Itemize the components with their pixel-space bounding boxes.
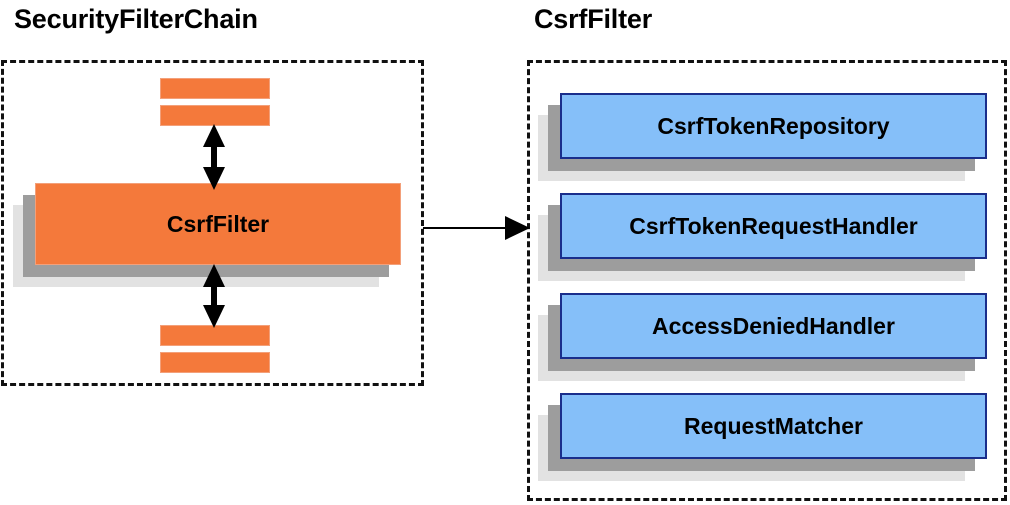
filter-bar-below-1 <box>160 325 270 346</box>
component-box-request-matcher[interactable]: RequestMatcher <box>538 393 987 481</box>
component-label: CsrfTokenRepository <box>560 93 987 159</box>
group-security-filter-chain <box>1 60 424 386</box>
component-label: CsrfTokenRequestHandler <box>560 193 987 259</box>
filter-bar-below-2 <box>160 352 270 373</box>
connector-arrow-left-to-right <box>423 216 530 240</box>
csrf-filter-box[interactable]: CsrfFilter <box>13 183 401 287</box>
component-label: AccessDeniedHandler <box>560 293 987 359</box>
filter-bar-above-1 <box>160 78 270 99</box>
component-box-csrf-token-repository[interactable]: CsrfTokenRepository <box>538 93 987 181</box>
group-csrf-filter <box>527 60 1007 501</box>
component-box-access-denied-handler[interactable]: AccessDeniedHandler <box>538 293 987 381</box>
component-box-csrf-token-request-handler[interactable]: CsrfTokenRequestHandler <box>538 193 987 281</box>
csrf-filter-box-label: CsrfFilter <box>35 183 401 265</box>
component-label: RequestMatcher <box>560 393 987 459</box>
page-title-security-filter-chain: SecurityFilterChain <box>14 4 258 34</box>
page-title-csrf-filter: CsrfFilter <box>534 4 653 34</box>
filter-bar-above-2 <box>160 105 270 126</box>
